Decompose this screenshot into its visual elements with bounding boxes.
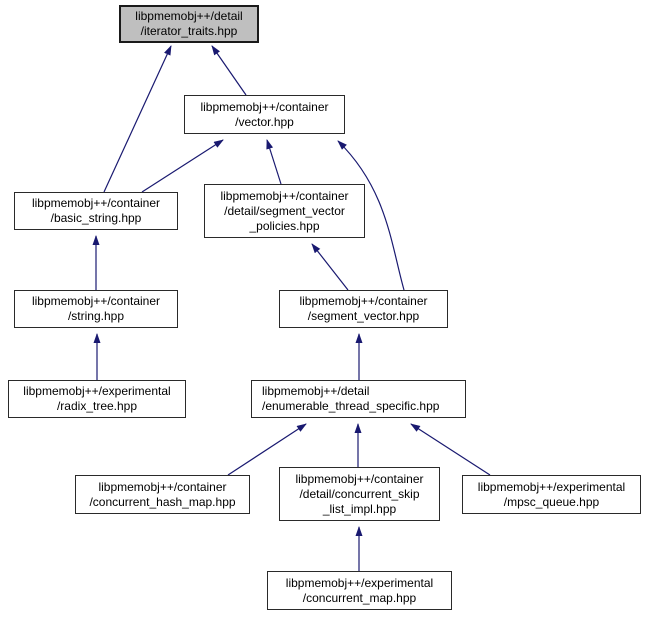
node-iterator-traits[interactable]: libpmemobj++/detail/iterator_traits.hpp: [119, 5, 259, 43]
node-label-line: /concurrent_hash_map.hpp: [89, 494, 236, 509]
node-enumerable-thread-specific[interactable]: libpmemobj++/detail/enumerable_thread_sp…: [251, 380, 466, 418]
node-label-line: libpmemobj++/container: [220, 188, 349, 203]
node-string[interactable]: libpmemobj++/container/string.hpp: [14, 290, 178, 328]
node-label-line: libpmemobj++/container: [98, 479, 227, 494]
node-vector[interactable]: libpmemobj++/container/vector.hpp: [184, 95, 345, 134]
edge-segment-vector-policies-to-vector: [266, 139, 282, 185]
node-concurrent-skip-list-impl[interactable]: libpmemobj++/container/detail/concurrent…: [279, 467, 440, 521]
node-label-line: /mpsc_queue.hpp: [503, 494, 600, 509]
node-label-line: /string.hpp: [67, 309, 125, 323]
node-segment-vector[interactable]: libpmemobj++/container/segment_vector.hp…: [279, 290, 448, 328]
node-label-line: /vector.hpp: [235, 114, 294, 129]
node-label-line: _list_impl.hpp: [322, 501, 397, 516]
node-label-line: libpmemobj++/container: [31, 294, 161, 308]
node-segment-vector-policies[interactable]: libpmemobj++/container/detail/segment_ve…: [204, 184, 365, 238]
node-label-line: libpmemobj++/container: [31, 196, 161, 210]
node-label-line: _policies.hpp: [249, 218, 320, 233]
node-label-line: /iterator_traits.hpp: [140, 24, 238, 38]
node-label-line: /detail/concurrent_skip: [299, 486, 420, 501]
node-label-line: libpmemobj++/detail: [135, 9, 243, 23]
node-concurrent-hash-map[interactable]: libpmemobj++/container/concurrent_hash_m…: [75, 475, 250, 514]
edge-basic-string-to-iterator-traits: [103, 45, 172, 193]
edge-segment-vector-to-segment-vector-policies: [311, 243, 349, 291]
node-label-line: libpmemobj++/experimental: [477, 479, 626, 494]
node-label-line: /detail/segment_vector: [224, 203, 345, 218]
node-radix-tree[interactable]: libpmemobj++/experimental/radix_tree.hpp: [8, 380, 186, 418]
node-label-line: libpmemobj++/container: [295, 471, 424, 486]
node-basic-string[interactable]: libpmemobj++/container/basic_string.hpp: [14, 192, 178, 230]
edge-vector-to-iterator-traits: [211, 45, 247, 96]
node-label-line: /segment_vector.hpp: [307, 309, 420, 323]
node-label-line: libpmemobj++/container: [200, 99, 329, 114]
node-label-line: libpmemobj++/container: [299, 294, 428, 308]
node-label-line: /basic_string.hpp: [50, 211, 142, 225]
node-label-line: libpmemobj++/experimental: [23, 384, 171, 398]
node-label-line: /concurrent_map.hpp: [302, 590, 417, 605]
node-label-line: /enumerable_thread_specific.hpp: [262, 399, 440, 413]
node-concurrent-map[interactable]: libpmemobj++/experimental/concurrent_map…: [267, 571, 452, 610]
node-label-line: libpmemobj++/experimental: [285, 575, 434, 590]
node-mpsc-queue[interactable]: libpmemobj++/experimental/mpsc_queue.hpp: [462, 475, 641, 514]
node-label-line: libpmemobj++/detail: [262, 384, 370, 398]
node-label-line: /radix_tree.hpp: [56, 399, 138, 413]
